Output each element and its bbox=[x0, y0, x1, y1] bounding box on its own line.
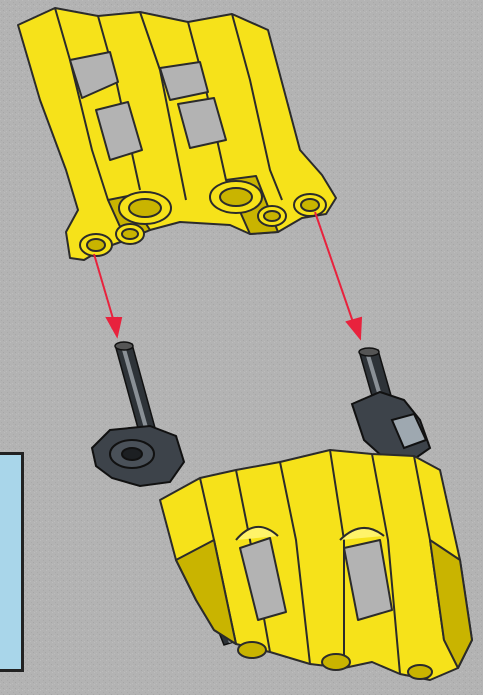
yellow-panel-assembly-icon bbox=[160, 450, 472, 680]
yellow-panel-icon bbox=[18, 8, 336, 260]
